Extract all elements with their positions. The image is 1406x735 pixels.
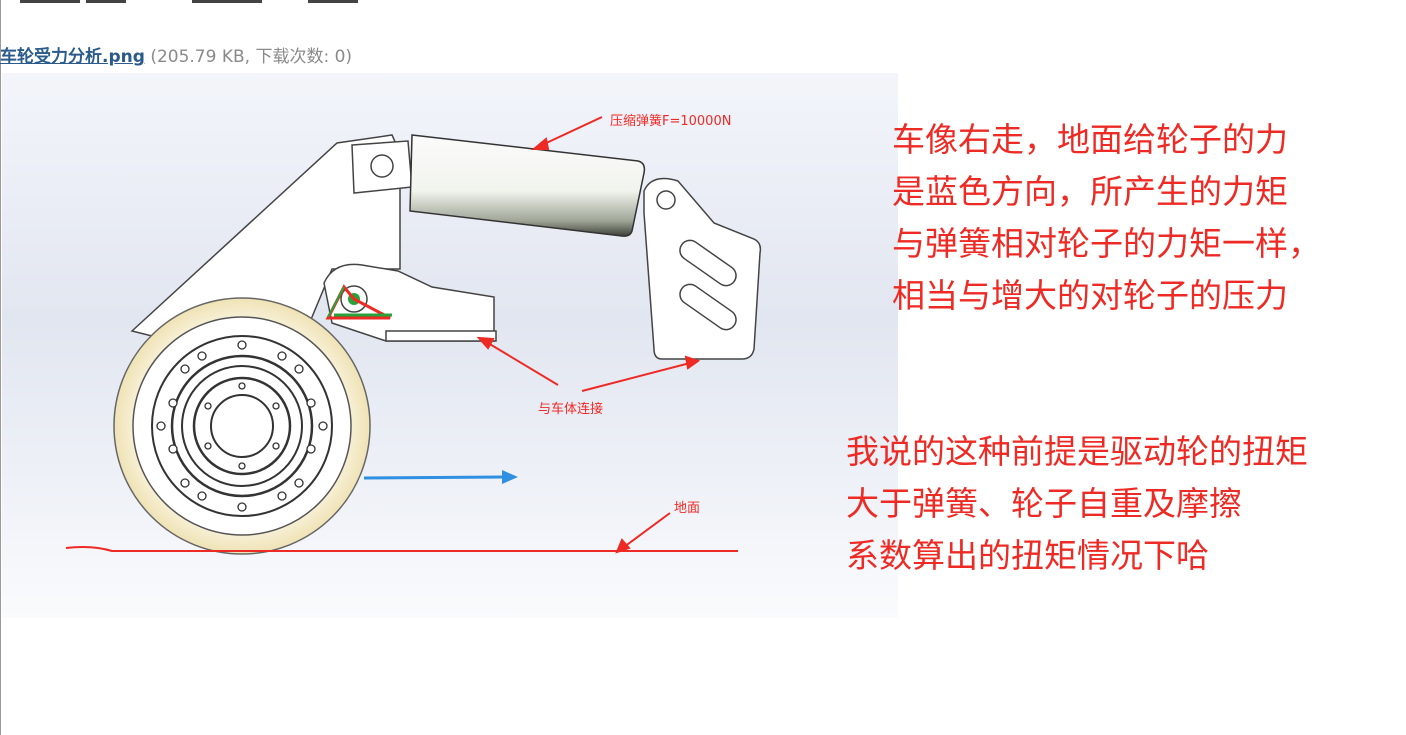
note1-line: 与弹簧相对轮子的力矩一样， — [892, 224, 1321, 263]
attachment-line: 车轮受力分析.png (205.79 KB, 下载次数: 0) — [0, 42, 352, 67]
note2-line: 大于弹簧、轮子自重及摩擦 — [846, 484, 1242, 523]
annotation-arrows — [476, 116, 701, 554]
annotation-note-2: 我说的这种前提是驱动轮的扭矩 大于弹簧、轮子自重及摩擦 系数算出的扭矩情况下哈 — [846, 426, 1308, 582]
attachment-image: 压缩弹簧F=10000N 与车体连接 地面 — [2, 73, 898, 618]
note1-line: 是蓝色方向，所产生的力矩 — [892, 172, 1288, 211]
annotation-note-1: 车像右走，地面给轮子的力 是蓝色方向，所产生的力矩 与弹簧相对轮子的力矩一样， … — [892, 114, 1321, 322]
note2-line: 系数算出的扭矩情况下哈 — [846, 536, 1209, 575]
note1-line: 车像右走，地面给轮子的力 — [892, 120, 1288, 159]
cropped-previous-line — [0, 0, 420, 8]
right-bracket — [643, 177, 762, 360]
hub-pivot — [325, 284, 392, 320]
drive-wheel — [113, 297, 371, 555]
force-arrow — [363, 470, 518, 484]
spring-cylinder — [409, 134, 646, 237]
suspension-arm — [130, 134, 497, 342]
left-border — [0, 0, 1, 735]
attachment-meta: (205.79 KB, 下载次数: 0) — [150, 47, 353, 67]
top-pivot — [351, 140, 413, 194]
ground-line — [65, 546, 738, 552]
body-connection-label: 与车体连接 — [538, 401, 603, 417]
ground-label: 地面 — [674, 501, 700, 516]
wheel-force-diagram: 压缩弹簧F=10000N 与车体连接 地面 — [65, 113, 762, 555]
spring-label: 压缩弹簧F=10000N — [610, 113, 731, 129]
attachment-filename-link[interactable]: 车轮受力分析.png — [0, 47, 145, 67]
note2-line: 我说的这种前提是驱动轮的扭矩 — [846, 432, 1308, 471]
note1-line: 相当与增大的对轮子的压力 — [892, 276, 1288, 315]
